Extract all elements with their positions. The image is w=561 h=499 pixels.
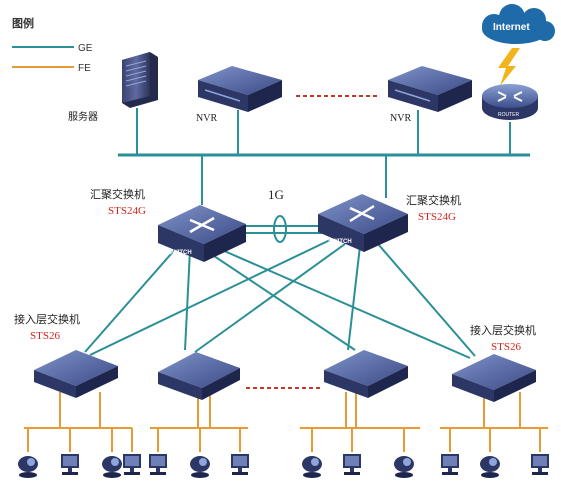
monitor-icon (531, 454, 549, 475)
legend: 图例 GE FE (12, 16, 93, 74)
lightning-icon (498, 48, 520, 86)
nvr1-label: NVR (196, 113, 217, 124)
camera-icon (190, 456, 210, 478)
aggregation-right-title: 汇聚交换机 (406, 193, 461, 207)
monitor-icon (343, 454, 361, 475)
camera-icon (18, 456, 38, 478)
switch-text-left: SWITCH (168, 250, 192, 256)
monitor-icon (231, 454, 249, 475)
top-device-links (136, 108, 511, 205)
router-label: ROUTER (498, 112, 520, 118)
access-left-model: STS26 (30, 330, 60, 342)
access-right-title: 接入层交换机 (470, 323, 536, 337)
aggregation-1g-link (238, 225, 326, 234)
access-switch-2-icon (158, 352, 240, 400)
link-aggregation-ring (273, 215, 287, 243)
legend-fe-label: FE (78, 63, 91, 74)
legend-title: 图例 (12, 16, 34, 30)
access-switch-3-icon (324, 350, 408, 398)
aggregation-switch-right-icon (318, 194, 408, 252)
monitor-icon (123, 454, 141, 475)
access-switch-4-icon (452, 354, 536, 402)
aggregation-switch-left-icon (158, 205, 246, 262)
server-label: 服务器 (68, 110, 98, 123)
fe-endpoint-links (24, 392, 548, 452)
server-icon (122, 52, 158, 108)
legend-ge-label: GE (78, 43, 93, 54)
endpoint-devices (18, 454, 549, 478)
monitor-icon (149, 454, 167, 475)
access-right-model: STS26 (491, 341, 521, 353)
switch-text-right: SWITCH (328, 239, 352, 245)
camera-icon (394, 456, 414, 478)
camera-icon (102, 456, 122, 478)
monitor-icon (61, 454, 79, 475)
aggregation-left-model: STS24G (108, 205, 146, 217)
internet-cloud-icon (482, 4, 555, 44)
access-switch-1-icon (34, 350, 118, 398)
nvr-icon-1 (198, 66, 282, 112)
camera-icon (302, 456, 322, 478)
router-icon (482, 84, 538, 120)
aggregation-left-title: 汇聚交换机 (90, 187, 145, 201)
ge-uplinks (84, 239, 476, 359)
aggregation-right-model: STS24G (418, 211, 456, 223)
nvr-icon-2 (388, 66, 472, 112)
camera-icon (480, 456, 500, 478)
internet-label: Internet (493, 22, 530, 33)
access-left-title: 接入层交换机 (14, 312, 80, 326)
monitor-icon (441, 454, 459, 475)
nvr2-label: NVR (390, 113, 411, 124)
link-1g-label: 1G (268, 187, 284, 202)
